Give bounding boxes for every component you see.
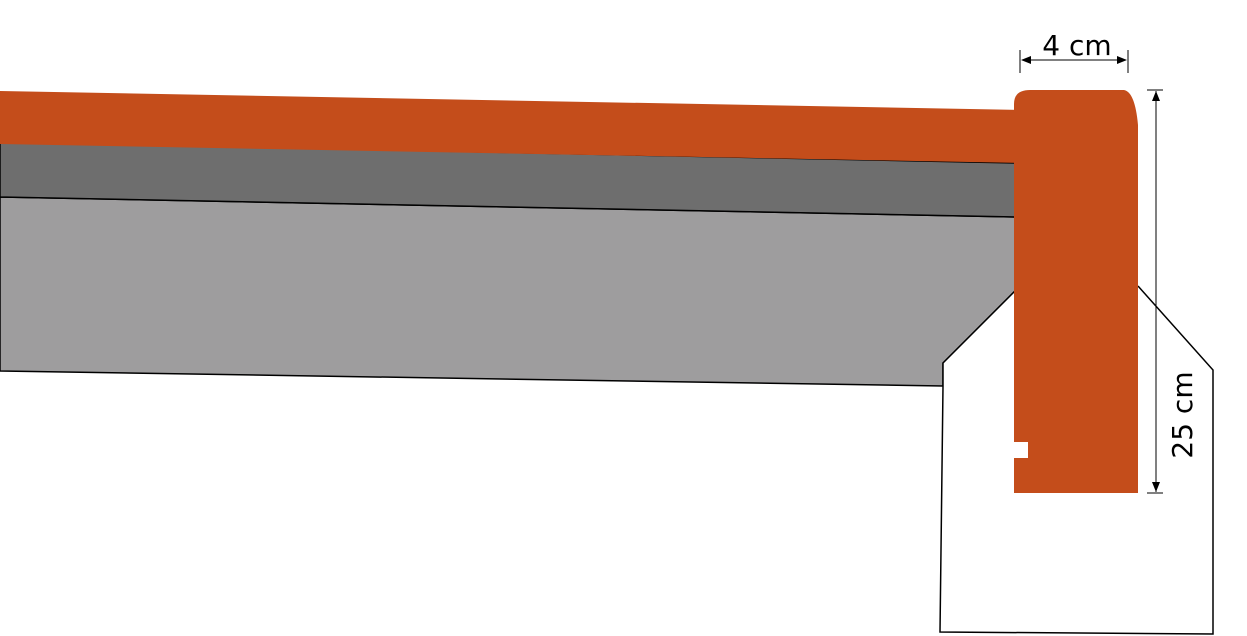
width-arrow-right — [1117, 56, 1127, 64]
width-arrow-left — [1021, 56, 1031, 64]
sill-top-board — [0, 91, 1022, 163]
height-arrow-bottom — [1152, 482, 1160, 492]
height-dimension: 25 cm — [1147, 89, 1199, 494]
sill-nose — [1014, 90, 1138, 493]
height-dimension-label: 25 cm — [1166, 371, 1199, 458]
height-arrow-top — [1152, 91, 1160, 101]
width-dimension-label: 4 cm — [1042, 29, 1111, 62]
lower-grey-layer — [0, 196, 1017, 387]
width-dimension: 4 cm — [1019, 29, 1129, 73]
